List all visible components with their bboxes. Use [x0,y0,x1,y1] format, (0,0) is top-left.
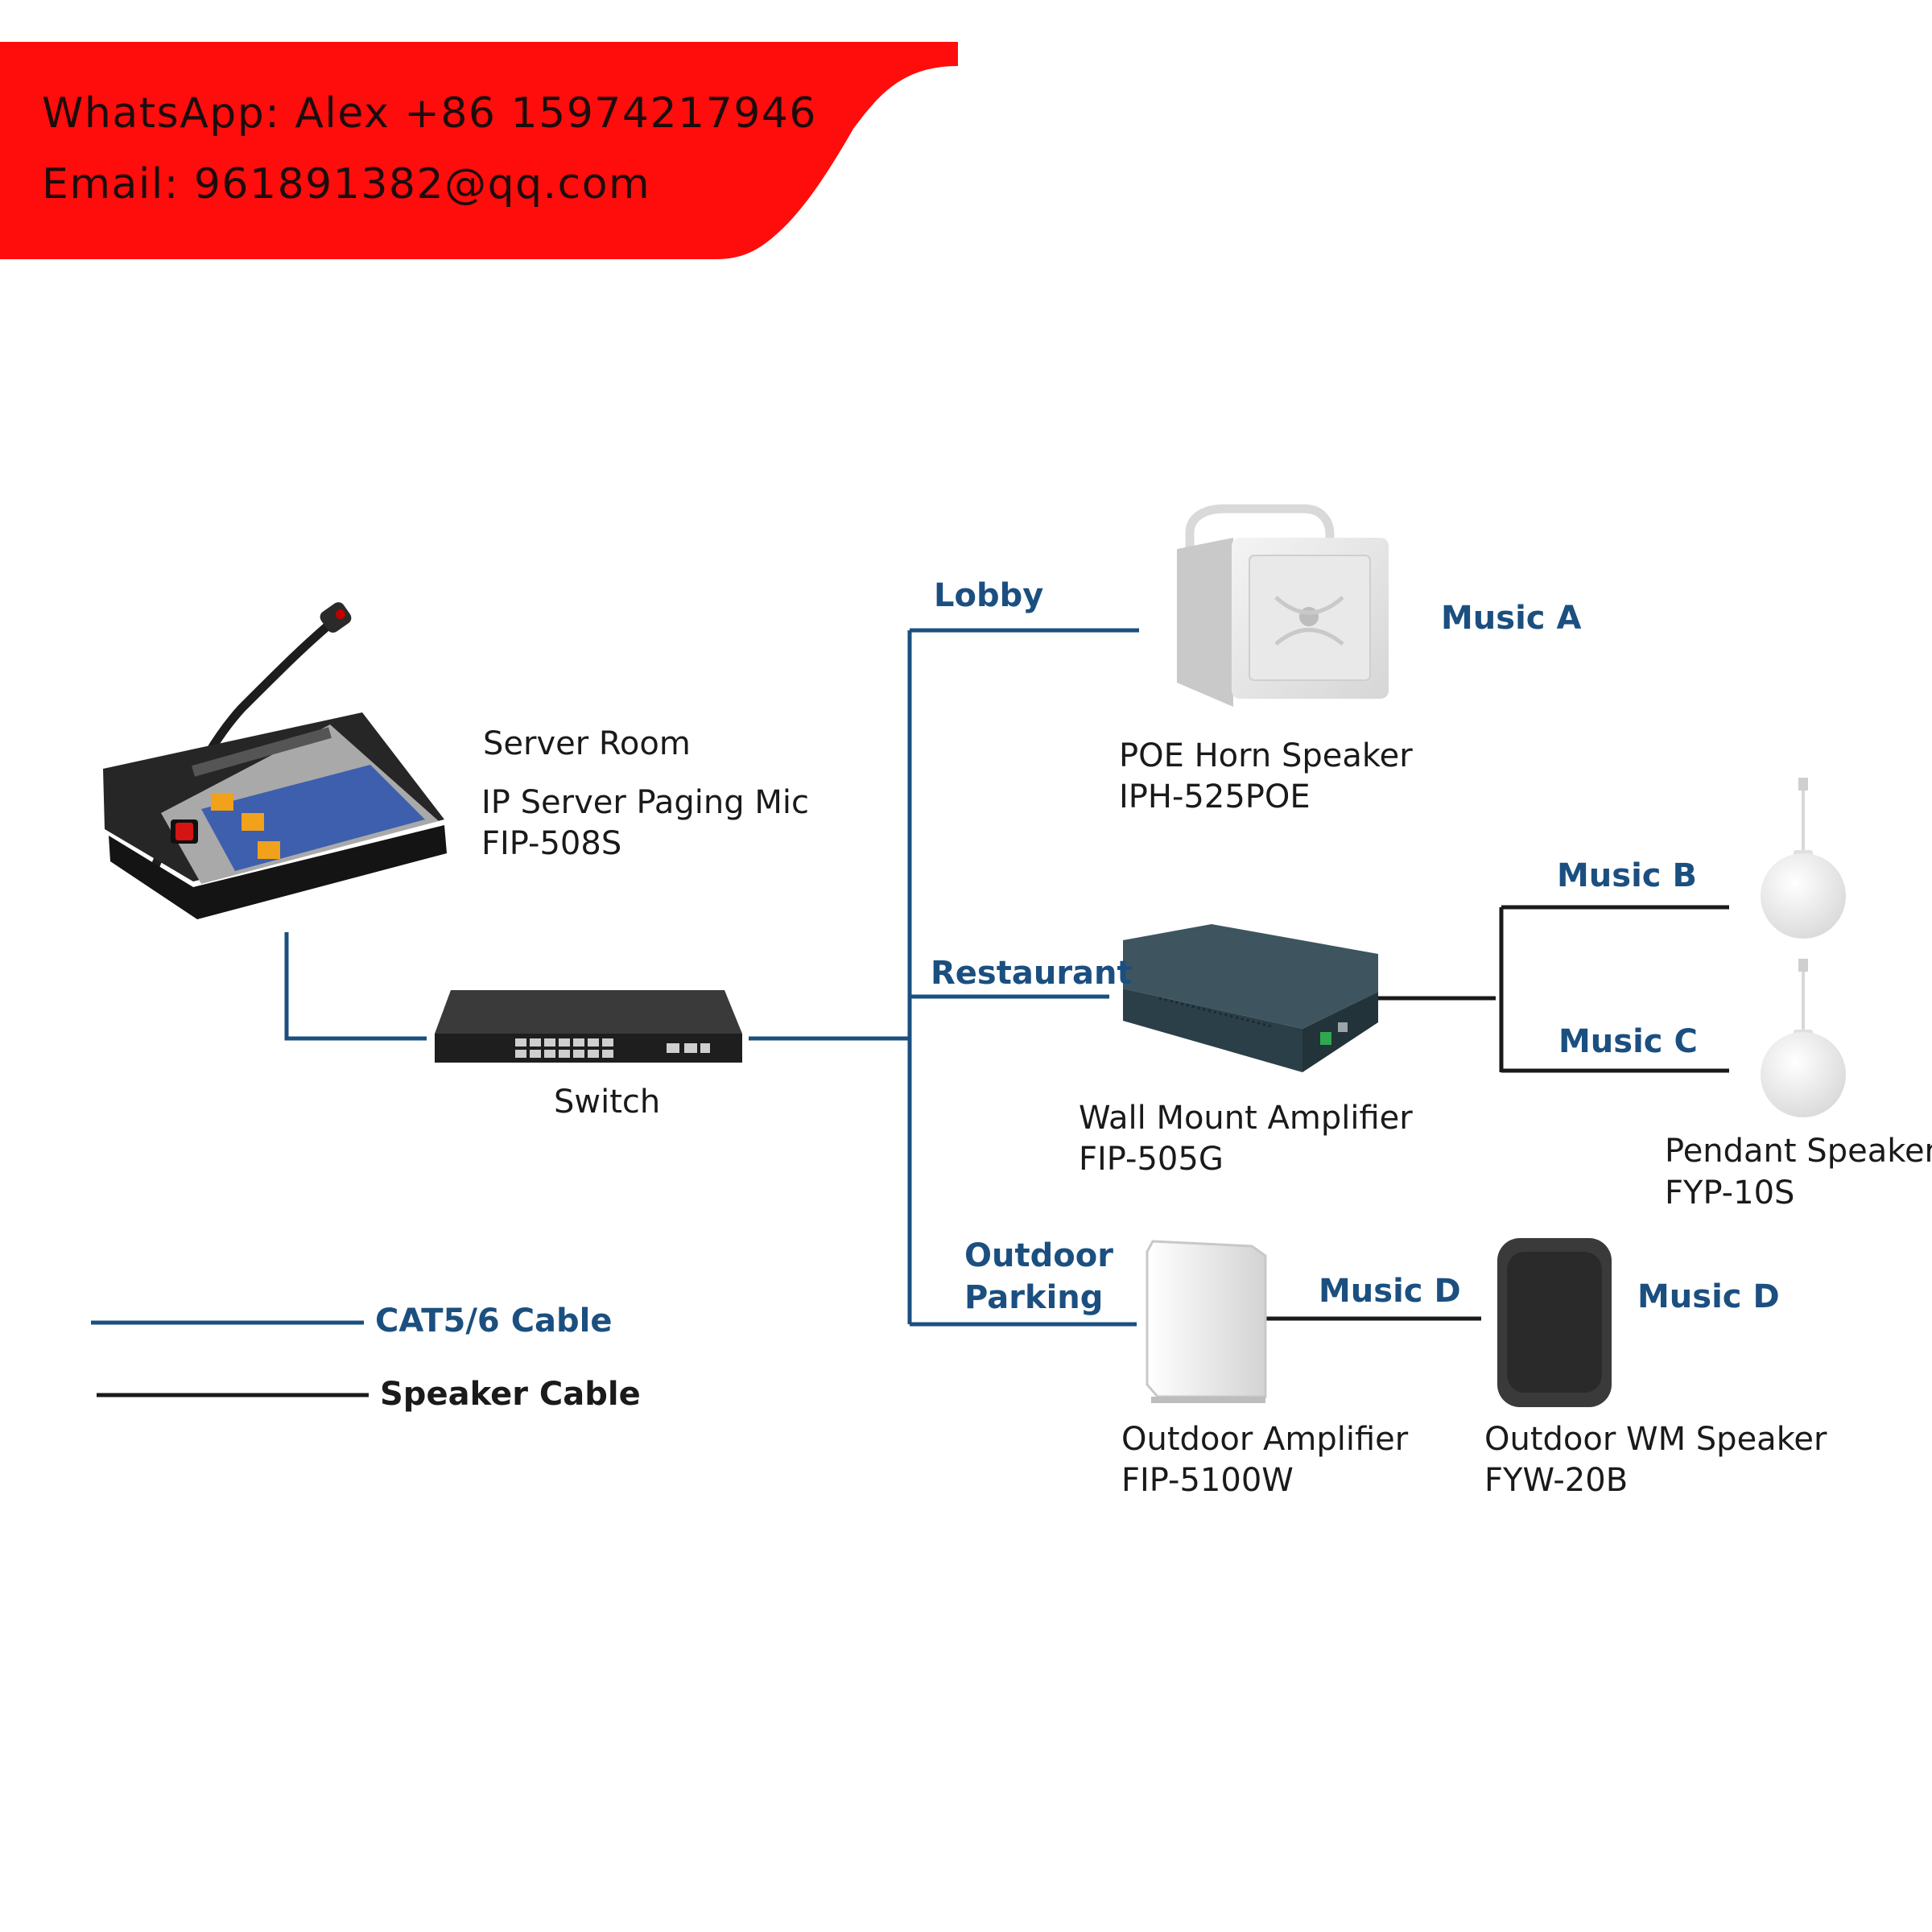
server-room-label: Server Room [483,725,691,762]
music-d-speaker-label: Music D [1637,1278,1780,1315]
wm-name-label: Outdoor WM Speaker [1484,1421,1827,1458]
outdoor-zone-label-line1: Outdoor [964,1237,1113,1274]
wm-model-label: FYW-20B [1484,1462,1629,1499]
switch-label: Switch [554,1084,661,1121]
banner-shape [0,42,958,259]
pendant-speaker-c-icon [1761,959,1846,1117]
whatsapp-contact: WhatsApp: Alex +86 15974217946 [42,89,817,138]
network-switch-icon [435,990,742,1063]
email-contact: Email: 961891382@qq.com [42,160,651,208]
music-b-label: Music B [1557,857,1697,894]
music-d-cable-label: Music D [1319,1273,1461,1310]
amp-name-label: Wall Mount Amplifier [1079,1100,1413,1137]
music-c-label: Music C [1558,1023,1698,1060]
cat-cable-network [91,628,1139,1327]
lobby-zone-label: Lobby [934,577,1044,614]
mic-name-label: IP Server Paging Mic [481,784,809,821]
music-a-label: Music A [1441,600,1582,637]
pendant-model-label: FYP-10S [1665,1174,1795,1212]
outdoor-zone-label-line2: Parking [964,1279,1104,1316]
amp-model-label: FIP-505G [1079,1141,1224,1178]
paging-mic-icon [103,602,447,919]
outdoor-amp-name-label: Outdoor Amplifier [1121,1421,1409,1458]
pendant-name-label: Pendant Speaker [1665,1133,1932,1170]
wall-amplifier-icon [1123,924,1378,1072]
outdoor-amplifier-icon [1146,1240,1267,1403]
horn-name-label: POE Horn Speaker [1119,737,1413,774]
horn-speaker-icon [1177,504,1389,707]
outdoor-wm-speaker-icon [1497,1238,1612,1407]
legend-speaker-label: Speaker Cable [380,1376,641,1413]
mic-to-switch-cable [284,932,427,1041]
speaker-cable-network [97,905,1729,1397]
outdoor-amp-model-label: FIP-5100W [1121,1462,1294,1499]
mic-model-label: FIP-508S [481,825,622,862]
pendant-speaker-b-icon [1761,778,1846,939]
legend-cat-label: CAT5/6 Cable [375,1302,613,1340]
horn-model-label: IPH-525POE [1119,778,1311,815]
restaurant-zone-label: Restaurant [931,955,1133,992]
